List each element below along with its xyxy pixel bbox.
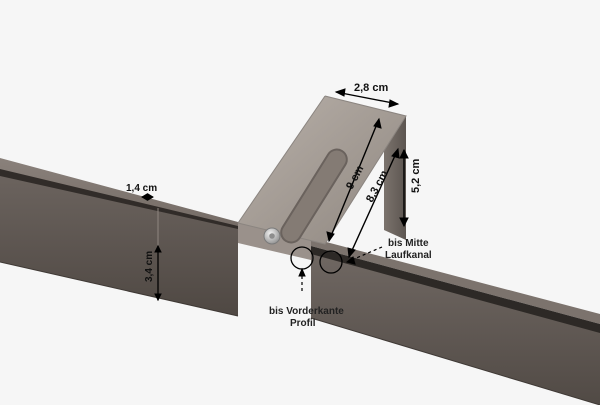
top-width-arrow-left [334, 88, 346, 97]
mid-depth-arrow-bottom [347, 247, 356, 259]
left-rail-front-edge [0, 261, 239, 317]
right-rail-front [311, 254, 600, 405]
mid-note-arrow [345, 256, 356, 265]
mid-depth-arrow-top [391, 147, 400, 159]
front-note-line-2: Profil [290, 318, 316, 329]
rail-height-arrow-bottom [154, 293, 162, 302]
right-rail-front-edge [310, 317, 600, 405]
right-rail-groove [311, 246, 600, 334]
bracket-side-plate [384, 112, 406, 240]
side-height-arrow-top [399, 148, 409, 159]
slot-depth-arrow-top [373, 117, 382, 129]
height-side-label: 5,2 cm [410, 159, 422, 193]
mid-depth-line [348, 148, 399, 258]
left-rail [0, 158, 239, 317]
right-rail-top [311, 238, 600, 324]
rail-width-label: 1,4 cm [126, 183, 157, 194]
left-rail-front [0, 176, 238, 316]
mid-note-line-1: bis Mitte [388, 238, 429, 249]
slot-depth-arrow-bottom [326, 231, 335, 243]
top-width-arrow-right [388, 99, 400, 108]
bracket-screw-group [263, 227, 281, 245]
screw-socket-icon [269, 233, 275, 239]
slot-depth-line [328, 118, 380, 242]
channel-center-marker [319, 250, 343, 274]
side-height-arrow-bottom [399, 217, 409, 228]
top-width-line [335, 91, 399, 105]
front-note-line-1: bis Vorderkante [269, 306, 344, 317]
rail-width-arrow-right [147, 193, 154, 201]
rail-width-arrow-left [141, 193, 148, 201]
front-note-arrow [298, 267, 306, 277]
right-rail [310, 238, 600, 405]
dimension-lines [141, 88, 409, 302]
left-rail-top [0, 158, 238, 228]
bracket-slot [280, 148, 348, 244]
left-rail-groove [0, 169, 238, 231]
rail-height-label: 3,4 cm [144, 251, 155, 282]
width-top-label: 2,8 cm [354, 82, 388, 94]
rail-height-arrow-top [154, 244, 162, 253]
mid-note-line-2: Laufkanal [385, 250, 432, 261]
bracket-face-outline [237, 95, 407, 245]
bracket [237, 95, 407, 260]
